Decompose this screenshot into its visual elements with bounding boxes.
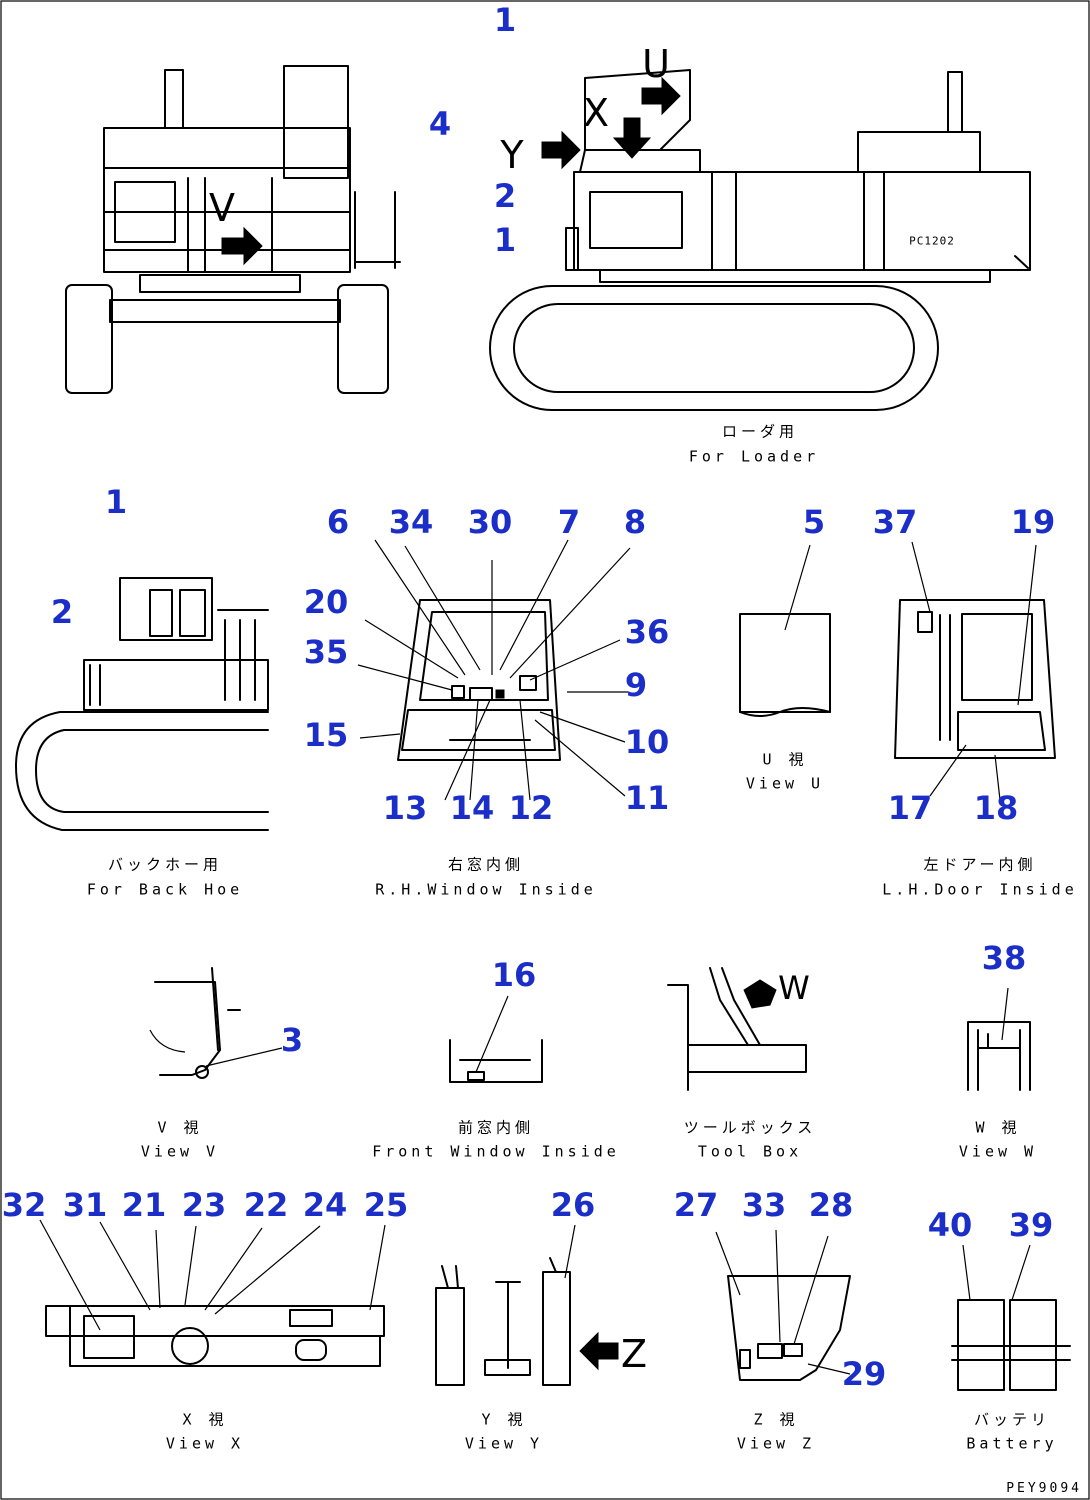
drawing-code: PEY9094 xyxy=(1006,1481,1082,1496)
view-w xyxy=(967,987,1031,1091)
view-marker-w: W xyxy=(778,969,810,1007)
tool-box-view xyxy=(667,967,807,1091)
caption-lh-door-jp: 左ドアー内側 xyxy=(923,855,1037,874)
view-z xyxy=(715,1229,851,1381)
caption-battery-jp: バッテリ xyxy=(973,1410,1051,1429)
caption-front-window-jp: 前窓内側 xyxy=(457,1118,535,1137)
caption-loader-en: For Loader xyxy=(688,447,820,466)
callout-12: 12 xyxy=(508,789,554,827)
view-x xyxy=(39,1219,386,1367)
callout-1: 1 xyxy=(493,1,517,39)
caption-backhoe-en: For Back Hoe xyxy=(86,880,244,899)
callout-1: 1 xyxy=(493,221,517,259)
callout-35: 35 xyxy=(303,633,349,671)
caption-rh-window-en: R.H.Window Inside xyxy=(375,880,597,899)
callout-15: 15 xyxy=(303,716,349,754)
caption-tool-box-jp: ツールボックス xyxy=(683,1118,817,1137)
caption-view-v-jp: V 視 xyxy=(157,1118,203,1137)
backhoe-view-machine xyxy=(15,577,269,831)
callout-5: 5 xyxy=(802,503,826,541)
callout-1: 1 xyxy=(104,483,128,521)
callout-36: 36 xyxy=(624,613,670,651)
callout-28: 28 xyxy=(808,1186,854,1224)
view-marker-x: X xyxy=(582,91,610,135)
callout-2: 2 xyxy=(50,593,74,631)
callout-32: 32 xyxy=(1,1186,47,1224)
callout-3: 3 xyxy=(280,1021,304,1059)
caption-view-z-jp: Z 視 xyxy=(753,1410,799,1429)
callout-29: 29 xyxy=(841,1355,887,1393)
rh-window-view xyxy=(357,539,631,801)
callout-21: 21 xyxy=(121,1186,167,1224)
caption-lh-door-en: L.H.Door Inside xyxy=(882,880,1078,899)
caption-view-z-en: View Z xyxy=(736,1434,816,1453)
caption-view-y-jp: Y 視 xyxy=(481,1410,527,1429)
front-view-machine xyxy=(65,65,401,394)
caption-tool-box-en: Tool Box xyxy=(697,1142,803,1161)
caption-front-window-en: Front Window Inside xyxy=(372,1142,620,1161)
callout-10: 10 xyxy=(624,723,670,761)
view-marker-z: Z xyxy=(620,1332,648,1376)
caption-view-v-en: View V xyxy=(140,1142,220,1161)
caption-backhoe-jp: バックホー用 xyxy=(107,855,223,874)
callout-7: 7 xyxy=(557,503,581,541)
callout-9: 9 xyxy=(624,666,648,704)
callout-4: 4 xyxy=(428,105,452,143)
front-window-view xyxy=(449,995,543,1083)
caption-view-x-jp: X 視 xyxy=(182,1410,228,1429)
view-marker-y: Y xyxy=(500,133,524,177)
caption-rh-window-jp: 右窓内側 xyxy=(447,855,525,874)
callout-26: 26 xyxy=(550,1186,596,1224)
callout-6: 6 xyxy=(326,503,350,541)
callout-17: 17 xyxy=(887,789,933,827)
callout-39: 39 xyxy=(1008,1206,1054,1244)
side-view-machine xyxy=(489,69,1031,411)
callout-14: 14 xyxy=(449,789,495,827)
callout-30: 30 xyxy=(467,503,513,541)
view-u xyxy=(739,544,831,717)
callout-24: 24 xyxy=(302,1186,348,1224)
callout-8: 8 xyxy=(623,503,647,541)
battery-view xyxy=(951,1244,1071,1391)
view-marker-u: U xyxy=(642,42,670,86)
callout-31: 31 xyxy=(62,1186,108,1224)
callout-37: 37 xyxy=(872,503,918,541)
caption-loader-jp: ローダ用 xyxy=(721,422,799,441)
callout-13: 13 xyxy=(382,789,428,827)
callout-38: 38 xyxy=(981,939,1027,977)
caption-battery-en: Battery xyxy=(966,1434,1058,1453)
caption-view-u-en: View U xyxy=(745,774,825,793)
caption-view-x-en: View X xyxy=(165,1434,245,1453)
callout-19: 19 xyxy=(1010,503,1056,541)
callout-34: 34 xyxy=(388,503,434,541)
view-y xyxy=(435,1224,619,1386)
view-v xyxy=(149,967,283,1079)
caption-view-w-en: View W xyxy=(958,1142,1038,1161)
callout-2: 2 xyxy=(493,177,517,215)
callout-33: 33 xyxy=(741,1186,787,1224)
callout-16: 16 xyxy=(491,956,537,994)
machine-model-label: PC1202 xyxy=(909,234,955,248)
caption-view-u-jp: U 視 xyxy=(762,750,808,769)
callout-11: 11 xyxy=(624,779,670,817)
caption-view-y-en: View Y xyxy=(464,1434,544,1453)
callout-25: 25 xyxy=(363,1186,409,1224)
callout-27: 27 xyxy=(673,1186,719,1224)
callout-23: 23 xyxy=(181,1186,227,1224)
callout-18: 18 xyxy=(973,789,1019,827)
caption-view-w-jp: W 視 xyxy=(975,1118,1021,1137)
callout-22: 22 xyxy=(243,1186,289,1224)
callout-40: 40 xyxy=(927,1206,973,1244)
view-marker-v: V xyxy=(209,186,235,230)
callout-20: 20 xyxy=(303,583,349,621)
lh-door-view xyxy=(894,541,1056,801)
